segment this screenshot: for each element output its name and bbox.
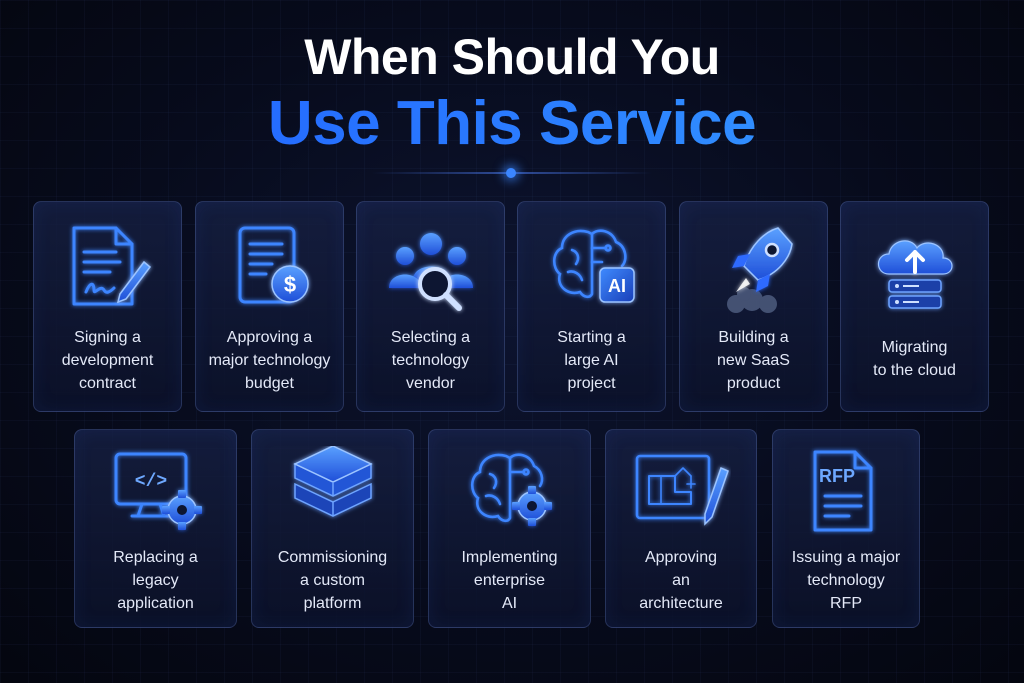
vendor-search-icon (388, 233, 473, 311)
page-title: When Should You Use This Service (0, 28, 1024, 160)
card-signing-contract: Signing a development contract (33, 201, 182, 412)
rfp-text: RFP (819, 466, 855, 486)
card-selecting-vendor: Selecting a technology vendor (356, 201, 505, 412)
card-label: Migrating to the cloud (873, 339, 956, 379)
card-starting-ai: AI Starting a large AI project (517, 201, 666, 412)
ai-brain-icon: AI (552, 229, 635, 303)
card-label: Issuing a major technology RFP (791, 549, 901, 612)
cloud-migration-icon (877, 240, 953, 309)
blueprint-pencil-icon (635, 454, 729, 526)
card-replacing-legacy: </> Replacing a legacy application (74, 429, 237, 628)
ai-text: AI (608, 276, 626, 296)
code-brackets: </> (134, 472, 166, 492)
card-label: Approving an architecture (639, 549, 723, 612)
card-commissioning-platform: Commissioning a custom platform (251, 429, 414, 628)
contract-signing-icon (72, 226, 151, 306)
brain-gear-icon (470, 453, 552, 526)
dollar-sign: $ (283, 272, 295, 297)
card-label: Signing a development contract (61, 329, 154, 392)
card-label: Implementing enterprise AI (461, 549, 558, 612)
card-building-saas: Building a new SaaS product (679, 201, 828, 412)
card-label: Replacing a legacy application (113, 549, 198, 612)
card-approving-architecture: Approving an architecture (605, 429, 757, 628)
card-label: Approving a major technology budget (208, 329, 331, 392)
divider-dot (506, 168, 516, 178)
card-implementing-ai: Implementing enterprise AI (428, 429, 591, 628)
rfp-document-icon: RFP (813, 450, 873, 532)
platform-layers-icon (292, 446, 373, 517)
rocket-icon (726, 227, 793, 313)
code-monitor-gear-icon: </> (114, 452, 202, 530)
card-approving-budget: $ Approving a major technology budget (195, 201, 344, 412)
card-migrating-cloud: Migrating to the cloud (840, 201, 989, 412)
card-label: Commissioning a custom platform (277, 549, 388, 612)
card-label: Building a new SaaS product (717, 329, 790, 392)
card-issuing-rfp: RFP Issuing a major technology RFP (772, 429, 920, 628)
title-line-2: Use This Service (0, 88, 1024, 160)
card-label: Selecting a technology vendor (390, 329, 471, 392)
card-label: Starting a large AI project (557, 329, 626, 392)
title-line-1: When Should You (304, 29, 720, 85)
budget-document-icon: $ (238, 226, 309, 304)
